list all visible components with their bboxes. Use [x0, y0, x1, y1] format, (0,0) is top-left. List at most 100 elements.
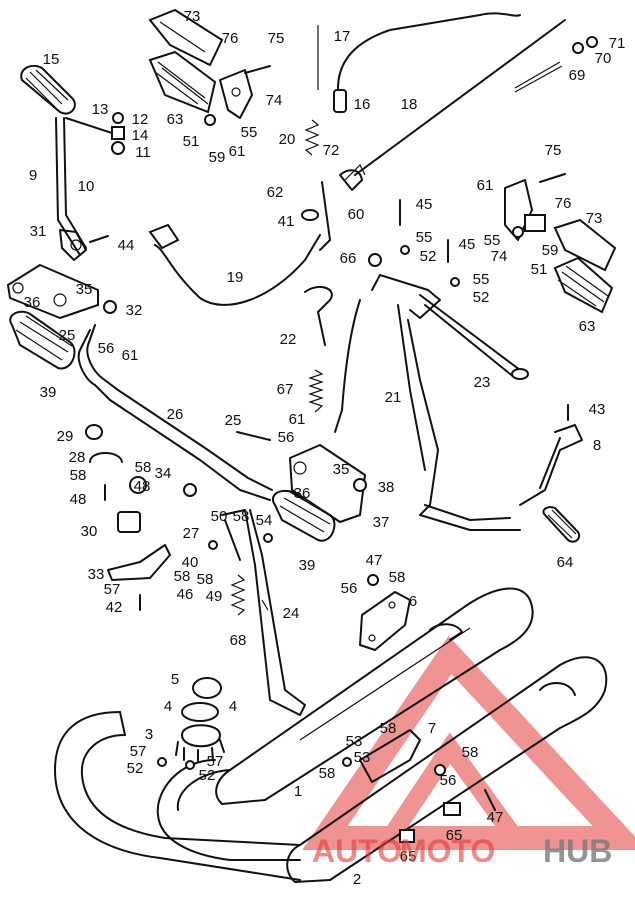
part-callout-c48b: 48 — [134, 478, 151, 495]
brake-arm-41 — [301, 181, 331, 251]
part-callout-c56d: 56 — [440, 772, 457, 789]
part-callout-c44: 44 — [118, 237, 135, 254]
center-stand-21 — [334, 274, 521, 531]
part-callout-c56a: 56 — [98, 340, 115, 357]
part-callout-c47a: 47 — [366, 552, 383, 569]
part-callout-c48a: 48 — [70, 491, 87, 508]
part-callout-c51a: 51 — [183, 133, 200, 150]
part-callout-c75b: 75 — [545, 142, 562, 159]
part-callout-c75a: 75 — [268, 30, 285, 47]
part-callout-c70: 70 — [595, 50, 612, 67]
part-callout-c33: 33 — [88, 566, 105, 583]
part-callout-c58i: 58 — [462, 744, 479, 761]
spring-69 — [514, 61, 563, 93]
part-callout-c25a: 25 — [59, 327, 76, 344]
part-callout-c68: 68 — [230, 632, 247, 649]
part-callout-c58d: 58 — [174, 568, 191, 585]
part-callout-c23: 23 — [474, 374, 491, 391]
part-callout-c76a: 76 — [222, 30, 239, 47]
cable-16-17 — [317, 12, 521, 113]
part-callout-c47b: 47 — [487, 809, 504, 826]
side-stand-24 — [221, 509, 306, 716]
part-callout-c57c: 57 — [207, 753, 224, 770]
spring-32 — [103, 300, 117, 314]
part-callout-c58h: 58 — [319, 765, 336, 782]
part-callout-c71: 71 — [609, 35, 626, 52]
part-callout-c36a: 36 — [24, 294, 41, 311]
part-callout-c64: 64 — [557, 554, 574, 571]
part-callout-c39b: 39 — [299, 557, 316, 574]
part-callout-c57b: 57 — [130, 743, 147, 760]
part-callout-c45a: 45 — [416, 196, 433, 213]
part-callout-c12: 12 — [132, 111, 149, 128]
part-callout-c35a: 35 — [76, 281, 93, 298]
part-callout-c59a: 59 — [209, 149, 226, 166]
part-callout-c4b: 4 — [229, 698, 237, 715]
part-callout-c16: 16 — [354, 96, 371, 113]
part-callout-c73b: 73 — [586, 210, 603, 227]
part-callout-c17: 17 — [334, 28, 351, 45]
part-callout-c45b: 45 — [459, 236, 476, 253]
muffler-bracket-7 — [359, 729, 421, 783]
part-callout-c52c: 52 — [127, 760, 144, 777]
part-callout-c41: 41 — [278, 213, 295, 230]
part-callout-c6: 6 — [409, 593, 417, 610]
footrest-rubber-63-right — [553, 256, 614, 314]
bar-clamp-28-30 — [85, 424, 141, 533]
part-callout-c55a: 55 — [241, 124, 258, 141]
part-callout-c52b: 52 — [473, 289, 490, 306]
footrest-bracket-74-top — [219, 69, 253, 119]
part-callout-c8: 8 — [593, 437, 601, 454]
part-callout-c55d: 55 — [484, 232, 501, 249]
part-callout-c36b: 36 — [294, 485, 311, 502]
part-callout-c67: 67 — [277, 381, 294, 398]
cable-18 — [339, 19, 566, 191]
shift-lever-9-10 — [55, 117, 119, 261]
part-callout-c13: 13 — [92, 101, 109, 118]
part-callout-c56b: 56 — [278, 429, 295, 446]
part-callout-c25b: 25 — [225, 412, 242, 429]
part-callout-c11: 11 — [135, 144, 151, 161]
part-callout-c61d: 61 — [477, 177, 494, 194]
shift-arm-8 — [519, 424, 583, 506]
footrest-rubber-15 — [20, 64, 76, 115]
shift-rubber-64 — [542, 506, 581, 543]
watermark-auto: AUTO — [312, 833, 402, 869]
part-callout-c53a: 53 — [346, 733, 363, 750]
part-callout-c56c: 56 — [341, 580, 358, 597]
part-callout-c60: 60 — [348, 206, 365, 223]
part-callout-c1: 1 — [294, 783, 302, 800]
stand-spring-68 — [230, 574, 246, 616]
part-callout-c52a: 52 — [420, 248, 437, 265]
part-callout-c62: 62 — [267, 184, 284, 201]
part-callout-c54: 54 — [256, 512, 273, 529]
part-callout-c4a: 4 — [164, 698, 172, 715]
part-callout-c55b: 55 — [416, 229, 433, 246]
part-callout-c58a: 58 — [70, 467, 87, 484]
part-callout-c59b: 59 — [542, 242, 559, 259]
footrest-73-top — [148, 8, 224, 67]
part-callout-c63b: 63 — [579, 318, 596, 335]
part-callout-c3: 3 — [145, 726, 153, 743]
part-callout-c29: 29 — [57, 428, 74, 445]
part-callout-c22: 22 — [280, 331, 297, 348]
part-callout-c31: 31 — [30, 223, 47, 240]
part-callout-c27: 27 — [183, 525, 200, 542]
part-callout-c34: 34 — [155, 465, 172, 482]
part-callout-c53b: 53 — [354, 749, 371, 766]
part-callout-c61c: 61 — [289, 411, 306, 428]
part-callout-c37: 37 — [373, 514, 390, 531]
stand-shaft-23 — [419, 294, 529, 380]
part-callout-c2: 2 — [353, 871, 361, 888]
part-callout-c58f: 58 — [389, 569, 406, 586]
part-callout-c43: 43 — [589, 401, 606, 418]
part-callout-c18: 18 — [401, 96, 418, 113]
part-callout-c65b: 65 — [400, 848, 417, 865]
part-callout-c39a: 39 — [40, 384, 57, 401]
part-callout-c65a: 65 — [446, 827, 463, 844]
part-callout-c57a: 57 — [104, 581, 121, 598]
part-callout-c52d: 52 — [199, 767, 216, 784]
part-callout-c73a: 73 — [184, 8, 201, 25]
muffler-lower — [286, 656, 608, 883]
